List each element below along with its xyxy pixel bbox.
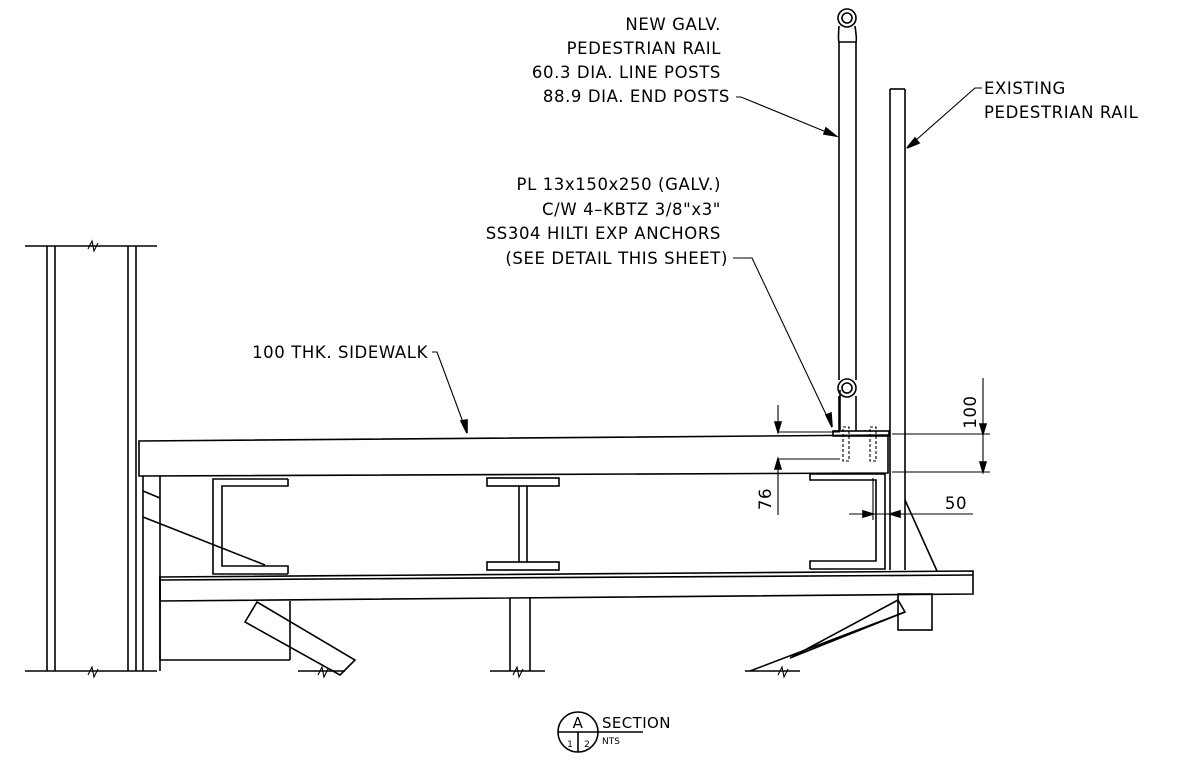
dim-50-text: 50 (945, 494, 967, 513)
bottom-girder (159, 570, 974, 602)
new-rail-line-1: NEW GALV. (625, 15, 721, 34)
dim-100-text: 100 (961, 395, 980, 428)
new-rail-line-4: 88.9 DIA. END POSTS (543, 87, 730, 106)
plate-label: PL 13x150x250 (GALV.) C/W 4–KBTZ 3/8"x3"… (486, 175, 728, 268)
left-column (25, 239, 157, 679)
left-channel (212, 478, 289, 575)
plate-line-3: SS304 HILTI EXP ANCHORS (486, 224, 721, 243)
right-channel (809, 473, 886, 570)
plate-line-2: C/W 4–KBTZ 3/8"x3" (542, 200, 721, 219)
dimension-50 (849, 478, 973, 520)
base-plate (832, 426, 890, 462)
new-rail-line-3: 60.3 DIA. LINE POSTS (532, 63, 721, 82)
plate-line-4: (SEE DETAIL THIS SHEET) (505, 249, 728, 268)
sidewalk-label: 100 THK. SIDEWALK (252, 343, 428, 362)
section-right-number: 2 (584, 740, 590, 750)
section-scale: NTS (602, 737, 620, 747)
section-left-number: 1 (567, 740, 573, 750)
dimension-100 (892, 378, 990, 475)
existing-rail-label: EXISTING PEDESTRIAN RAIL (984, 79, 1139, 122)
plate-line-1: PL 13x150x250 (GALV.) (517, 175, 721, 194)
new-pedestrian-rail (837, 8, 858, 431)
sidewalk-slab (138, 434, 889, 477)
existing-pedestrian-rail (889, 88, 938, 572)
new-rail-label: NEW GALV. PEDESTRIAN RAIL 60.3 DIA. LINE… (532, 15, 730, 106)
existing-rail-line-1: EXISTING (984, 79, 1066, 98)
middle-i-beam (486, 477, 560, 571)
section-marker: A 1 2 SECTION NTS (557, 711, 671, 753)
dimension-76 (773, 405, 840, 515)
section-letter: A (573, 714, 584, 732)
section-title: SECTION (602, 714, 671, 732)
bottom-supports (160, 593, 933, 679)
dim-76-text: 76 (756, 488, 775, 510)
new-rail-line-2: PEDESTRIAN RAIL (567, 39, 722, 58)
existing-rail-line-2: PEDESTRIAN RAIL (984, 103, 1139, 122)
leaders (432, 87, 982, 434)
